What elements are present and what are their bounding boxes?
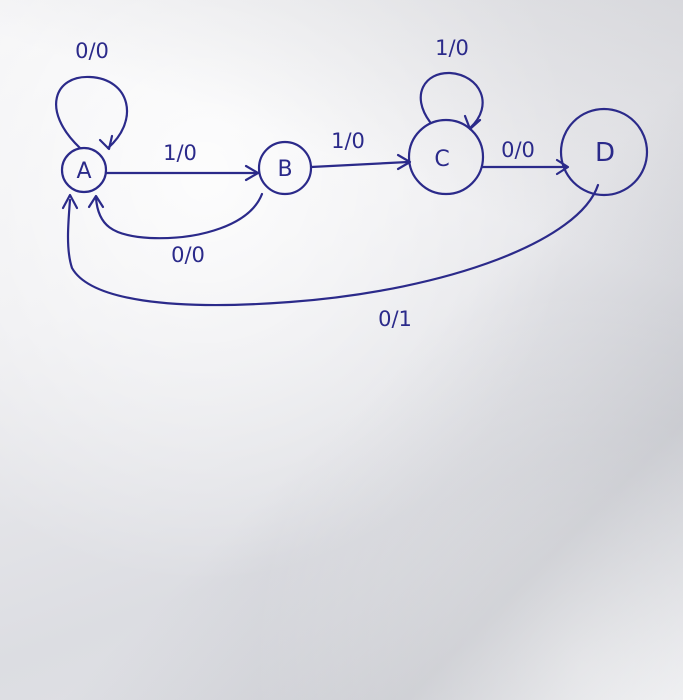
label-b-to-c: 1/0 [331, 129, 365, 153]
loop-c-path [419, 71, 484, 130]
state-d-circle [559, 107, 649, 197]
state-d-label: D [595, 138, 615, 168]
transition-d-to-a: 0/1 [61, 183, 600, 331]
state-c-circle [407, 118, 485, 196]
state-d: D [559, 107, 649, 197]
transition-b-to-c: 1/0 [309, 129, 412, 171]
transition-c-to-d: 0/0 [481, 138, 570, 176]
state-c: C [407, 118, 485, 196]
label-d-to-a: 0/1 [378, 307, 412, 331]
transition-c-to-c: 1/0 [419, 36, 484, 131]
label-c-to-d: 0/0 [501, 138, 535, 162]
transition-a-to-b: 1/0 [104, 141, 260, 182]
state-a-circle [60, 146, 108, 194]
arrowhead-a-b [244, 164, 260, 182]
label-a-to-a: 0/0 [75, 39, 109, 63]
state-b-label: B [277, 157, 292, 182]
state-a-label: A [76, 159, 91, 184]
transition-a-to-a: 0/0 [55, 39, 129, 151]
label-a-to-b: 1/0 [163, 141, 197, 165]
label-b-to-a: 0/0 [171, 243, 205, 267]
transition-b-to-a: 0/0 [87, 192, 264, 267]
arrowhead-b-a [87, 194, 105, 209]
arrowhead-c-loop [463, 114, 482, 131]
state-b: B [257, 140, 313, 196]
loop-a-path [55, 75, 129, 150]
state-a: A [60, 146, 108, 194]
edge-b-c-path [309, 160, 410, 169]
arrowhead-c-d [555, 158, 570, 176]
arrowhead-a-loop [98, 134, 114, 151]
edge-d-a-path [66, 183, 600, 307]
label-c-to-c: 1/0 [435, 36, 469, 60]
arrowhead-d-a [61, 193, 79, 210]
state-c-label: C [434, 147, 449, 172]
arrowhead-b-c [396, 153, 412, 171]
edge-b-a-path [94, 192, 264, 240]
